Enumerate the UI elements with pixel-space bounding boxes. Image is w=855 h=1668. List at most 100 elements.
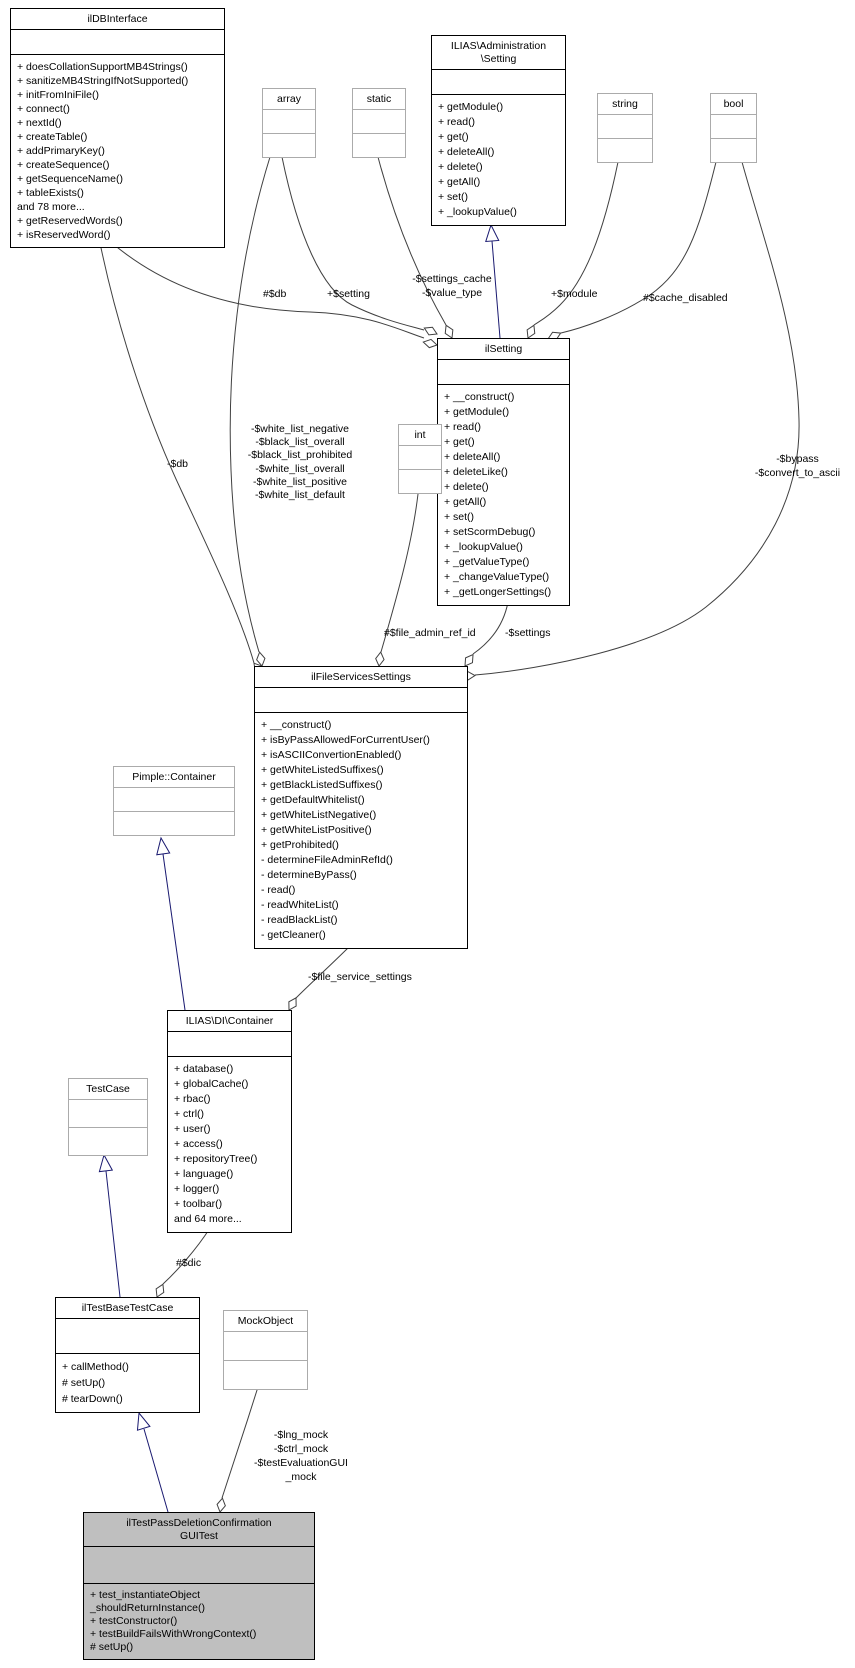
edge-label-module: +$module [551, 288, 598, 300]
type-title: string [598, 94, 652, 115]
class-ildbinterface[interactable]: ilDBInterface + doesCollationSupportMB4S… [10, 8, 225, 248]
empty-compartment [711, 115, 756, 139]
edge-ilsetting-db [111, 242, 425, 339]
class-title: ilFileServicesSettings [255, 667, 467, 688]
class-title: ilSetting [438, 339, 569, 360]
class-iltestpassdeletionconfirmationguitest: ilTestPassDeletionConfirmation GUITest +… [83, 1512, 315, 1660]
edge-guitest-mocks-mockobject [221, 1386, 259, 1499]
class-methods: + test_instantiateObject _shouldReturnIn… [90, 1589, 257, 1653]
aggregation-diamond [464, 653, 474, 667]
class-ilfileservicessettings[interactable]: ilFileServicesSettings + __construct() +… [254, 666, 468, 949]
inheritance-arrow [98, 1153, 114, 1173]
aggregation-diamond [288, 997, 297, 1011]
class-title: ILIAS\DI\Container [168, 1011, 291, 1032]
class-attributes-empty [56, 1319, 199, 1354]
empty-compartment [353, 110, 405, 134]
edge-ilsetting-setting-array [281, 156, 425, 331]
aggregation-diamond [422, 338, 438, 349]
type-array: array [262, 88, 316, 158]
aggregation-diamond [256, 651, 266, 667]
aggregation-diamond [155, 1283, 165, 1298]
class-methods: + callMethod() # setUp() # tearDown() [62, 1361, 129, 1405]
class-attributes-empty [255, 688, 467, 713]
class-attributes-empty [84, 1547, 314, 1584]
aggregation-diamond [526, 324, 536, 339]
class-methods: + __construct() + isByPassAllowedForCurr… [261, 719, 430, 941]
edge-label-settings-cache-value-type: -$settings_cache -$value_type [412, 273, 492, 299]
edge-filesettings-file-admin-ref-id-int [380, 493, 419, 653]
empty-compartment [69, 1128, 147, 1155]
type-bool: bool [710, 93, 757, 163]
edge-ilsetting-settings-cache-static [377, 156, 447, 326]
class-pimple-container: Pimple::Container [113, 766, 235, 836]
empty-compartment [598, 139, 652, 162]
class-attributes-empty [11, 30, 224, 55]
edge-label-white-lists: -$white_list_negative -$black_list_overa… [247, 423, 353, 502]
empty-compartment [224, 1361, 307, 1389]
class-methods: + doesCollationSupportMB4Strings() + san… [17, 61, 189, 241]
empty-compartment [353, 134, 405, 157]
class-ilias-di-container[interactable]: ILIAS\DI\Container + database() + global… [167, 1010, 292, 1233]
aggregation-diamond [375, 651, 385, 667]
empty-compartment [114, 812, 234, 835]
class-title: MockObject [224, 1311, 307, 1332]
aggregation-diamond [423, 326, 438, 336]
empty-compartment [224, 1332, 307, 1361]
empty-compartment [114, 788, 234, 812]
inheritance-arrow [136, 1411, 151, 1431]
edge-label-file-admin-ref-id: #$file_admin_ref_id [384, 627, 476, 639]
aggregation-diamond [444, 324, 454, 339]
class-methods: + getModule() + read() + get() + deleteA… [438, 101, 517, 218]
class-title: ilTestPassDeletionConfirmation GUITest [84, 1513, 314, 1547]
edge-filesettings-settings-ilsetting [472, 601, 509, 655]
edge-label-cache-disabled: #$cache_disabled [643, 292, 728, 304]
empty-compartment [711, 139, 756, 162]
edge-container-inherits-pimple [162, 853, 186, 1011]
aggregation-diamond [216, 1497, 226, 1513]
type-title: static [353, 89, 405, 110]
edge-ilsetting-module-string [533, 161, 619, 326]
empty-compartment [399, 470, 441, 493]
edge-testbase-inherits-testcase [105, 1170, 121, 1298]
type-title: array [263, 89, 315, 110]
edge-ilsetting-cache-disabled-bool [560, 161, 717, 334]
type-title: bool [711, 94, 756, 115]
type-title: int [399, 425, 441, 446]
class-methods: + __construct() + getModule() + read() +… [444, 391, 552, 598]
edge-label-db-filesettings: -$db [167, 458, 189, 470]
inheritance-arrow [485, 223, 500, 243]
class-title: TestCase [69, 1079, 147, 1100]
edge-guitest-inherits-testbase [143, 1428, 169, 1513]
class-title: Pimple::Container [114, 767, 234, 788]
edge-label-file-service-settings: -$file_service_settings [308, 971, 412, 983]
class-mockobject: MockObject [223, 1310, 308, 1390]
edge-label-mocks: -$lng_mock -$ctrl_mock -$testEvaluationG… [254, 1429, 348, 1483]
edge-label-db: #$db [263, 288, 287, 300]
class-attributes-empty [168, 1032, 291, 1057]
edge-label-dic: #$dic [176, 1257, 202, 1269]
class-attributes-empty [438, 360, 569, 385]
class-title: ilDBInterface [11, 9, 224, 30]
edge-filesettings-db [99, 242, 255, 664]
edge-label-setting: +$setting [327, 288, 370, 300]
empty-compartment [598, 115, 652, 139]
class-title: ILIAS\Administration \Setting [432, 36, 565, 70]
inheritance-arrow [156, 836, 171, 856]
class-testcase: TestCase [68, 1078, 148, 1156]
edge-ilsetting-inherits-administration-setting [491, 240, 501, 339]
empty-compartment [263, 110, 315, 134]
class-title: ilTestBaseTestCase [56, 1298, 199, 1319]
type-string: string [597, 93, 653, 163]
empty-compartment [69, 1100, 147, 1128]
edge-testbase-dic-container [162, 1227, 211, 1285]
class-ilias-administration-setting[interactable]: ILIAS\Administration \Setting + getModul… [431, 35, 566, 226]
edge-filesettings-whitelists-array [229, 156, 271, 653]
edge-label-bypass-convert: -$bypass -$convert_to_ascii [754, 453, 841, 479]
class-ilsetting[interactable]: ilSetting + __construct() + getModule() … [437, 338, 570, 606]
edge-container-file-service-settings [295, 943, 353, 999]
type-int: int [398, 424, 442, 494]
class-attributes-empty [432, 70, 565, 95]
class-iltestbasetestcase[interactable]: ilTestBaseTestCase + callMethod() # setU… [55, 1297, 200, 1413]
